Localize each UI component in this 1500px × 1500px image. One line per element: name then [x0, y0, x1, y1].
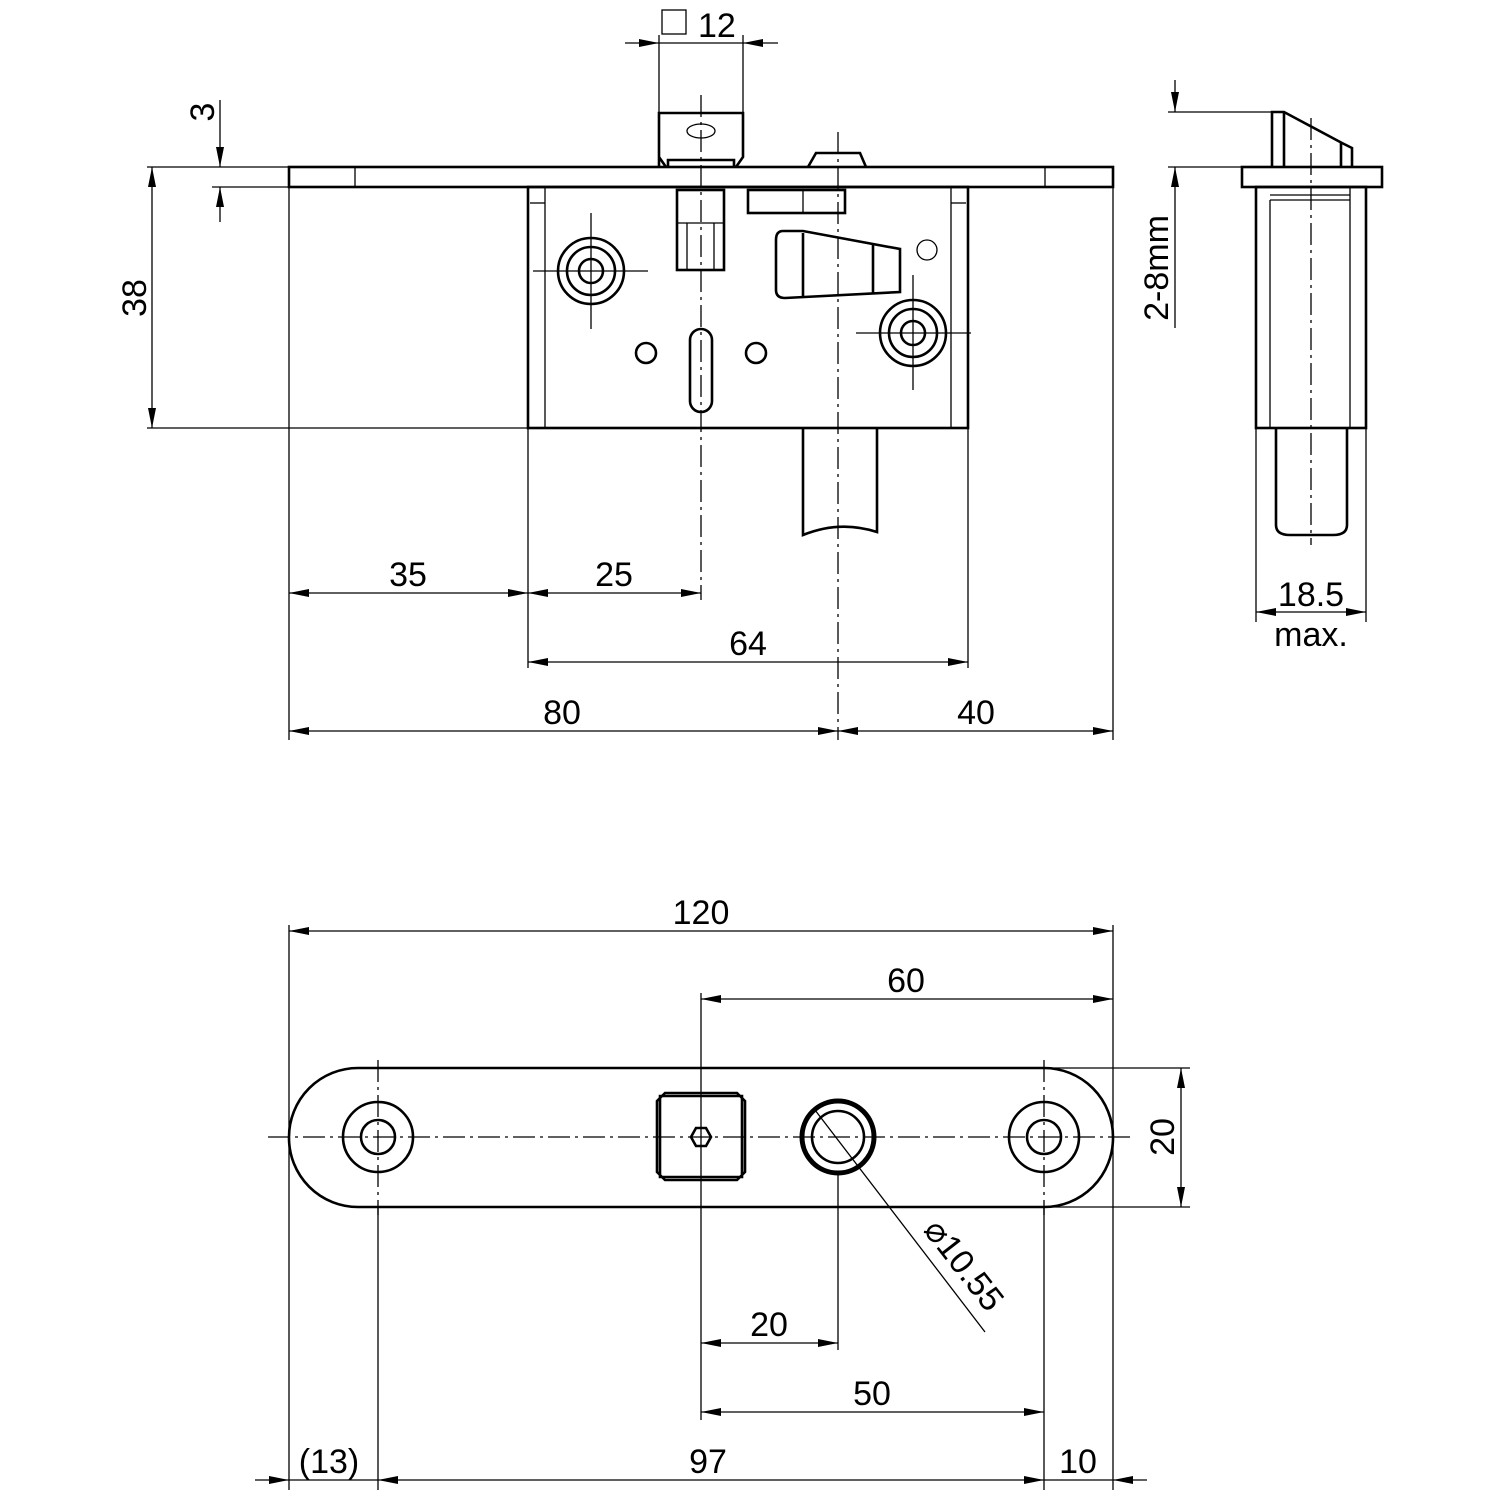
dim-80: 80	[543, 694, 581, 732]
dim-diameter: ⌀10.55	[916, 1212, 1011, 1319]
faceplate-view: ⌀10.55 120 60 20 20 50 (13) 97 10	[255, 894, 1190, 1490]
dim-40: 40	[957, 694, 995, 732]
latch-bump	[806, 151, 868, 168]
dim-12: 12	[698, 7, 736, 45]
front-view: 12 3 38 35 25 64 80 40	[116, 7, 1115, 740]
dim-64: 64	[729, 625, 767, 663]
dim-50: 50	[853, 1375, 891, 1413]
dim-60: 60	[887, 962, 925, 1000]
dim-13: (13)	[299, 1443, 359, 1481]
square-symbol	[661, 9, 687, 35]
dim-20: 20	[750, 1306, 788, 1344]
screw-left	[533, 213, 648, 329]
dim-20-height: 20	[1144, 1118, 1182, 1156]
bolt	[801, 428, 879, 537]
dim-10: 10	[1059, 1443, 1097, 1481]
screw-right	[856, 275, 971, 390]
dim-38: 38	[116, 279, 154, 317]
dim-2-8mm: 2-8mm	[1138, 215, 1176, 321]
dim-120: 120	[673, 894, 730, 932]
bolt-wedge	[774, 229, 902, 300]
dim-97: 97	[689, 1443, 727, 1481]
dim-3: 3	[184, 103, 222, 122]
dim-35: 35	[389, 556, 427, 594]
dim-18-5: 18.5	[1278, 576, 1344, 614]
dim-25: 25	[595, 556, 633, 594]
square-follower	[655, 1091, 747, 1182]
dim-max-note: max.	[1274, 616, 1348, 654]
lock-case	[526, 185, 970, 430]
side-view: 2-8mm 18.5 max.	[1138, 80, 1384, 654]
